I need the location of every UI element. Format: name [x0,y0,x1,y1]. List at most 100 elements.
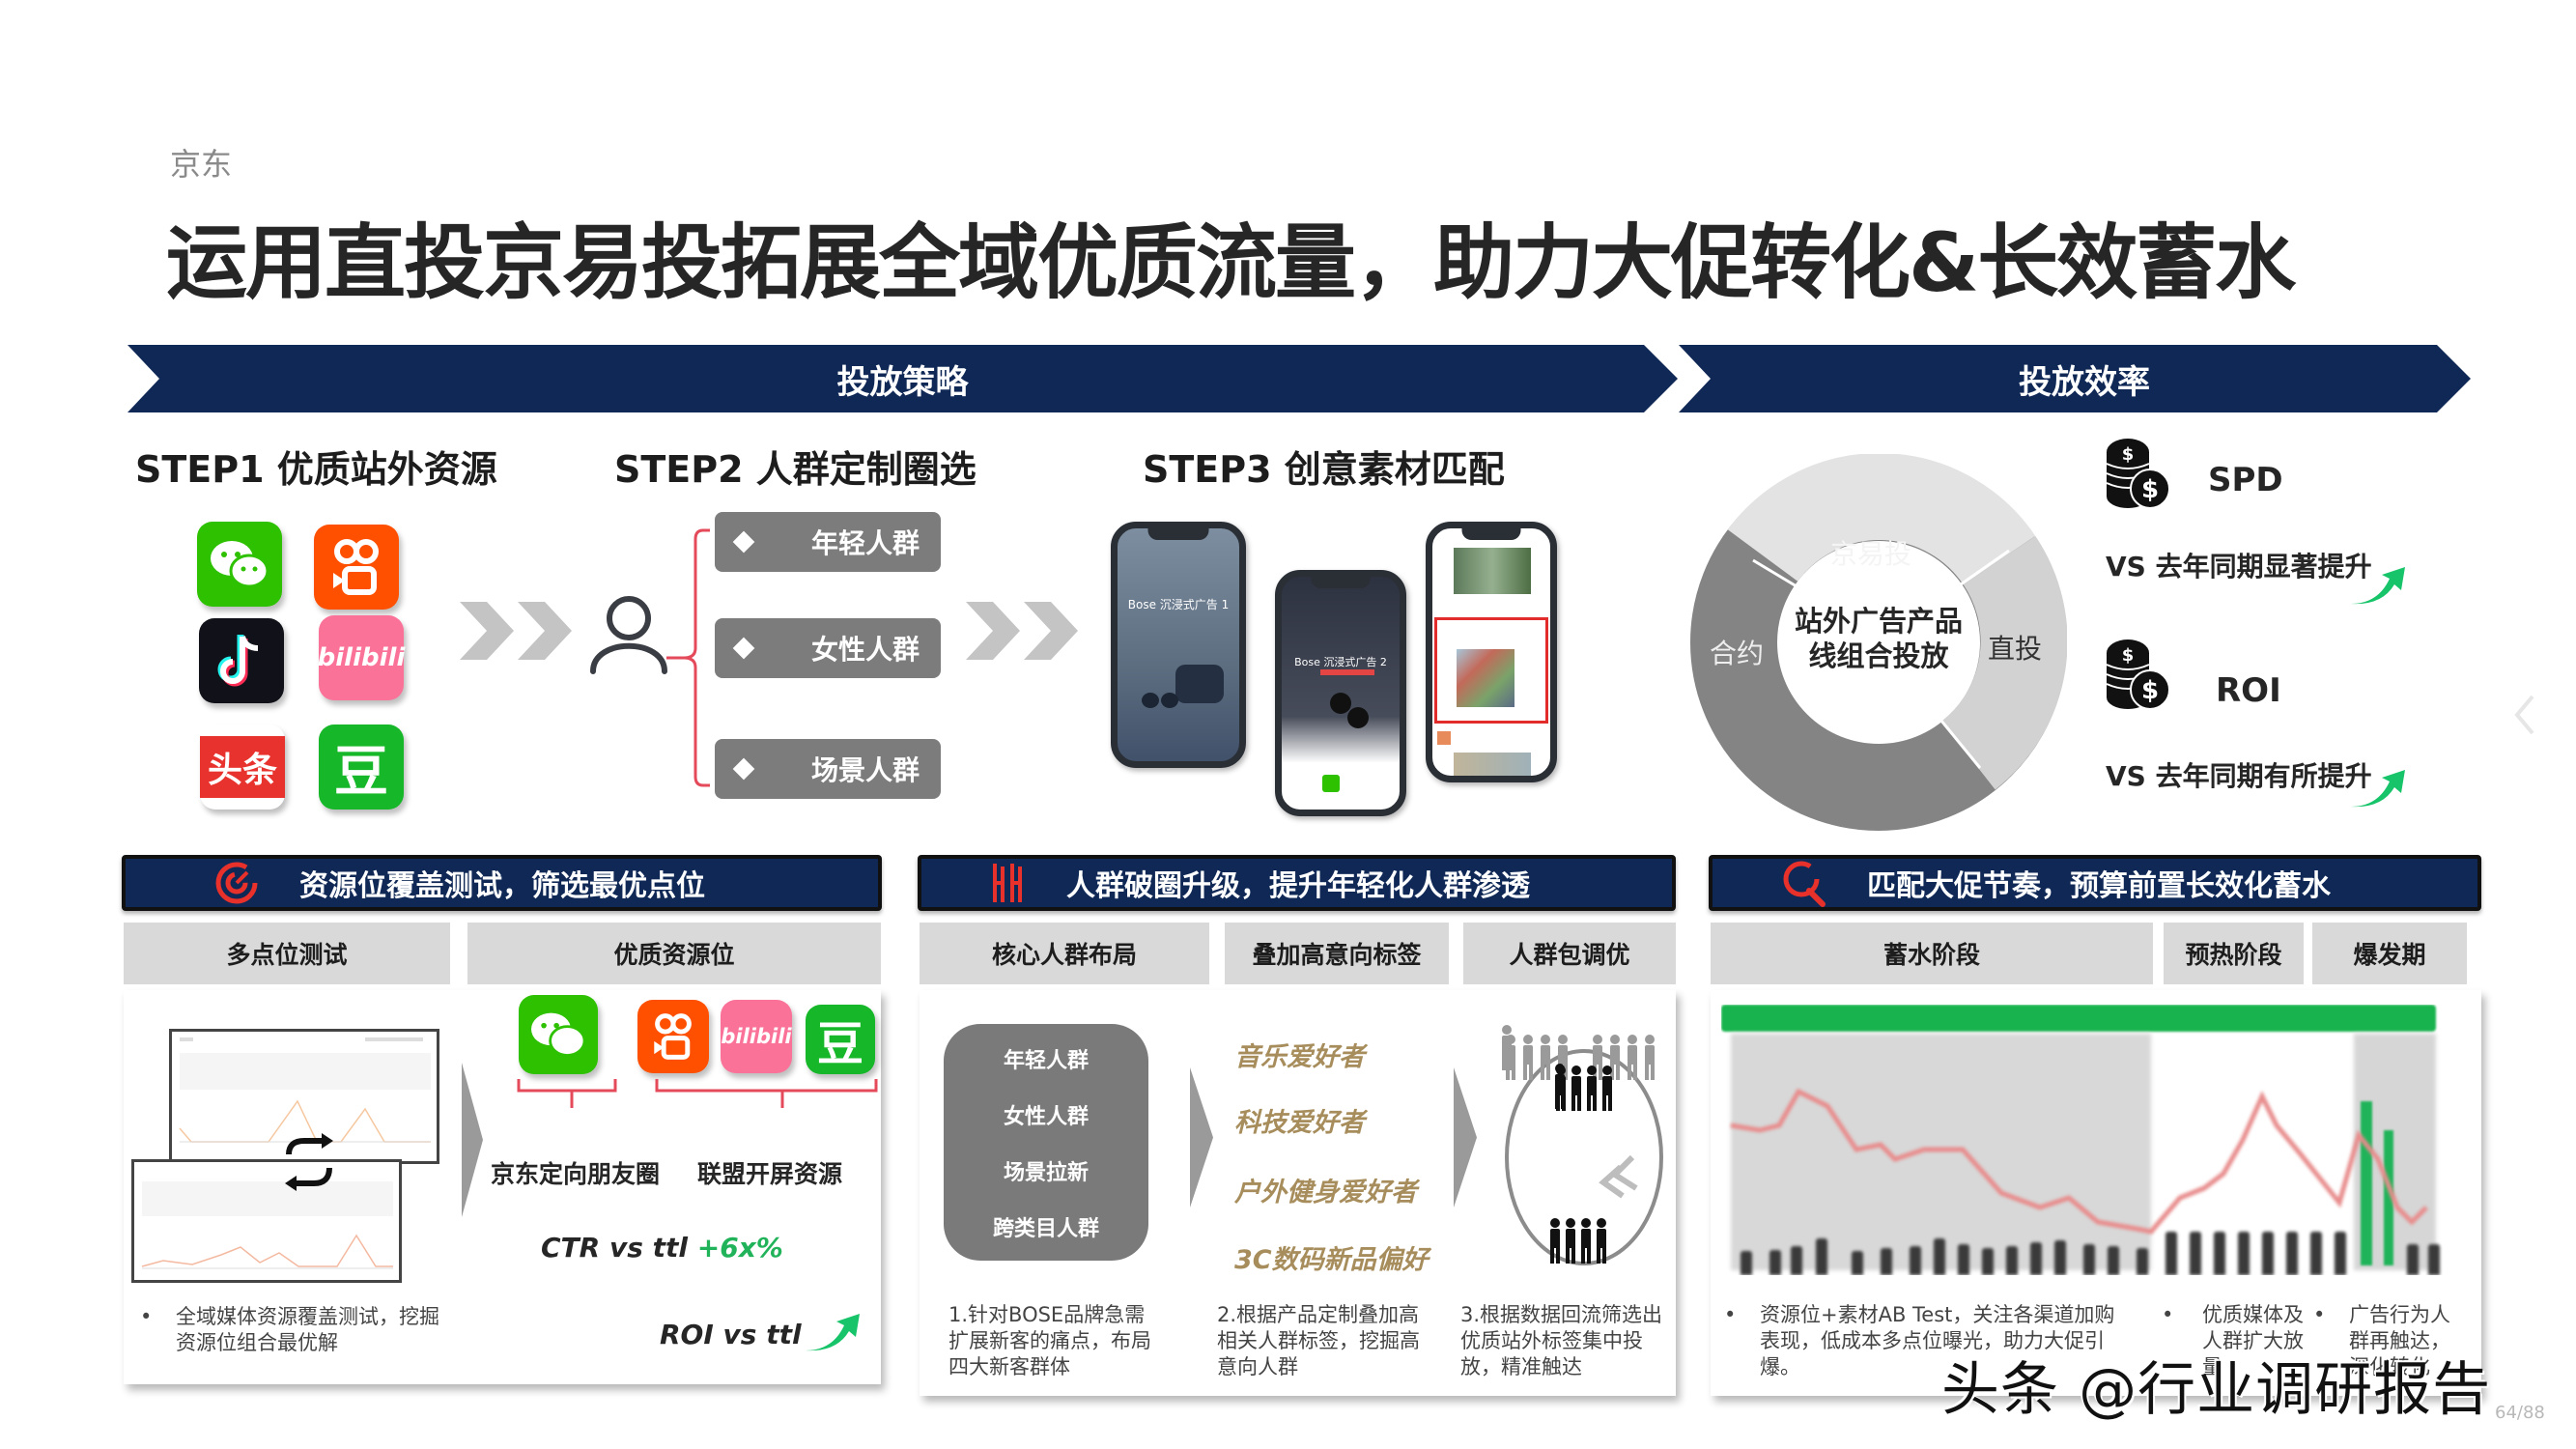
interest-tag: 户外健身爱好者 [1234,1178,1417,1208]
donut-center-line1: 站外广告产品 [1794,605,1963,638]
subhead: 核心人群布局 [920,923,1209,984]
chevron-right-icon [966,602,1020,660]
donut-segment-label: 合约 [1710,638,1765,669]
chevron-right-icon [518,602,572,660]
subhead: 优质资源位 [467,923,881,984]
banner-strategy: 投放策略 [127,345,1678,412]
group-label: 联盟开屏资源 [697,1160,843,1188]
bilibili-icon: bilibili [721,1000,792,1073]
section-title: 人群破圈升级，提升年轻化人群渗透 [1066,869,1530,903]
ad-creative-phone: 朋友圈信息流广告 [1426,522,1557,782]
ctr-label: CTR vs ttl [541,1232,697,1264]
banner-efficiency: 投放效率 [1679,345,2471,412]
page-title: 运用直投京易投拓展全域优质流量，助力大促转化&长效蓄水 [166,215,2296,310]
ctr-metric: CTR vs ttl +6x% [541,1232,783,1264]
section-header-promotion-rhythm: 匹配大促节奏，预算前置长效化蓄水 [1709,855,2481,911]
phone-caption: Bose 沉浸式广告 2 [1294,656,1387,668]
metric-note-spd: VS 去年同期显著提升 [2106,551,2372,582]
subhead: 预热阶段 [2164,923,2304,984]
diamond-icon [732,637,755,660]
watermark: 头条 @行业调研报告 [1941,1356,2492,1424]
metric-note-roi: VS 去年同期有所提升 [2106,760,2372,792]
ctr-value: +6x% [696,1232,783,1264]
section-title: 资源位覆盖测试，筛选最优点位 [299,869,705,903]
bilibili-icon: bilibili [318,615,405,700]
audience-upgrade-icon [993,864,1022,902]
interest-tag: 科技爱好者 [1234,1108,1365,1138]
page-number: 64/88 [2495,1403,2545,1423]
section-title: 匹配大促节奏，预算前置长效化蓄水 [1867,869,2331,903]
audience-optimization-icon [1497,1022,1671,1287]
person-icon [585,589,672,680]
ad-creative-phone: Bose 沉浸式广告 2 [1275,570,1406,816]
wechat-icon [519,995,598,1074]
rhythm-note: 广告行为人群再触达，深化转化 [2349,1303,2450,1378]
svg-text:$: $ [2122,444,2135,465]
audience-tag: 场景人群 [715,739,941,799]
section-header-audience: 人群破圈升级，提升年轻化人群渗透 [918,855,1676,911]
svg-text:$: $ [2141,475,2159,504]
blurred-trend-chart [1721,1005,2470,1275]
douyin-icon [199,618,284,703]
diamond-icon [732,530,755,554]
step2-title: STEP2 人群定制圈选 [614,448,977,491]
bullet: • [2313,1303,2326,1326]
audience-tag: 年轻人群 [715,512,941,572]
donut-segment-label: 京易投 [1830,538,1912,570]
subhead: 叠加高意向标签 [1225,923,1449,984]
magnifier-icon [1783,861,1826,907]
rhythm-note: 优质媒体及人群扩大放量 [2202,1303,2304,1378]
core-audience-item: 场景拉新 [1003,1160,1089,1185]
phone-caption: 朋友圈信息流广告 [1432,778,1550,782]
bracket-icon [514,1077,881,1115]
chevron-right-icon [460,602,514,660]
prev-slide-icon[interactable] [2509,691,2538,743]
audience-tag: 女性人群 [715,618,941,678]
step3-title: STEP3 创意素材匹配 [1143,448,1505,491]
wechat-icon [197,522,282,607]
roi-metric: ROI vs ttl [660,1319,802,1350]
bullet: • [140,1305,153,1328]
subhead: 爆发期 [2312,923,2467,984]
donut-segment-label: 直投 [1988,633,2043,665]
banner-strategy-label: 投放策略 [836,362,969,402]
interest-tag: 音乐爱好者 [1234,1042,1365,1072]
rhythm-note: 资源位+素材AB Test，关注各渠道加购表现，低成本多点位曝光，助力大促引爆。 [1760,1303,2115,1378]
trend-up-icon [2349,565,2407,612]
kuaishou-icon [637,1000,709,1073]
dashboard-screenshot [131,1159,402,1283]
bullet: • [1724,1303,1737,1326]
toutiao-icon: 头条 [200,724,285,810]
douban-icon: 豆 [319,724,404,810]
toutiao-label: 头条 [200,736,285,798]
interest-tag: 3C数码新品偏好 [1234,1245,1429,1275]
subhead: 蓄水阶段 [1711,923,2153,984]
kuaishou-icon [314,525,399,610]
coins-icon: $$ [2104,636,2171,717]
ad-creative-phone: Bose 沉浸式广告 1 [1111,522,1246,768]
douban-icon: 豆 [806,1005,875,1074]
subhead: 人群包调优 [1463,923,1676,984]
svg-text:$: $ [2141,676,2159,705]
audience-note: 1.针对BOSE品牌急需扩展新客的痛点，布局四大新客群体 [948,1303,1151,1378]
brand-label: 京东 [170,146,233,183]
donut-chart: 京易投 直投 合约 站外广告产品 线组合投放 [1690,453,2068,831]
core-audience-item: 跨类目人群 [992,1216,1099,1241]
target-icon [215,862,258,904]
bullet: • [2162,1303,2174,1326]
trend-up-icon [2349,768,2407,815]
swap-icon [275,1133,343,1195]
step1-title: STEP1 优质站外资源 [135,448,497,491]
donut-center-line2: 线组合投放 [1808,639,1949,672]
phone-caption: Bose 沉浸式广告 1 [1127,598,1230,611]
audience-tag-label: 年轻人群 [811,527,920,559]
diamond-icon [732,757,755,781]
core-audience-box: 年轻人群 女性人群 场景拉新 跨类目人群 [944,1024,1148,1261]
coins-icon: $$ [2104,435,2171,516]
banner-efficiency-label: 投放效率 [2019,362,2150,402]
bracket-icon [666,527,715,792]
core-audience-item: 年轻人群 [1003,1048,1089,1073]
audience-note: 3.根据数据回流筛选出优质站外标签集中投放，精准触达 [1460,1303,1663,1378]
svg-text:$: $ [2122,645,2135,666]
metric-label-spd: SPD [2208,461,2283,499]
